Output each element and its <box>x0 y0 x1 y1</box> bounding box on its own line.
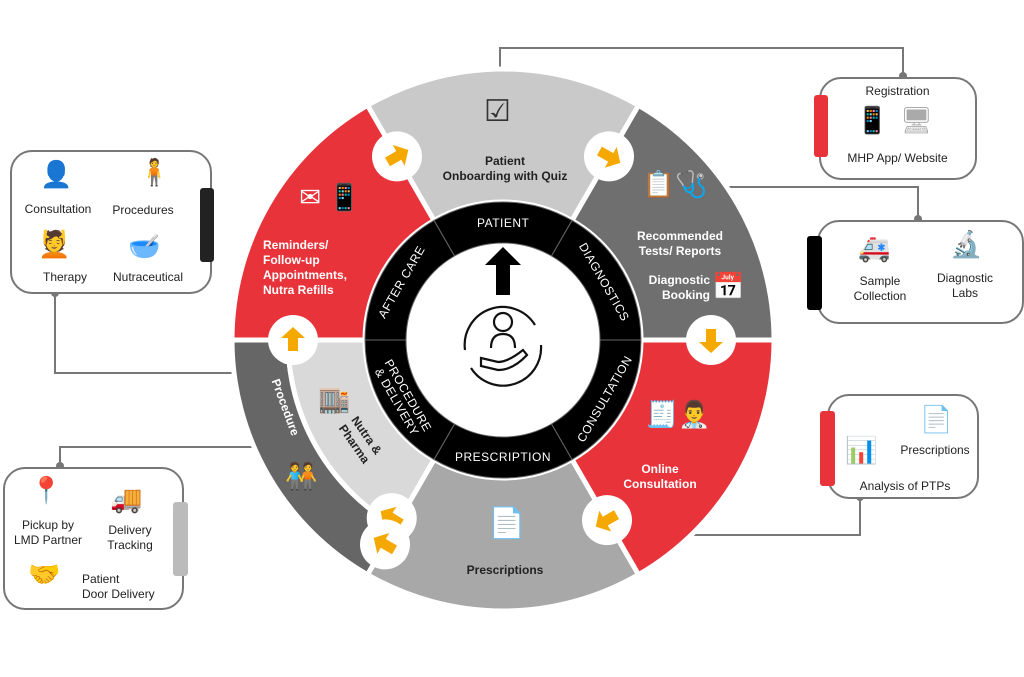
flow-arrow-icon <box>372 131 422 182</box>
ring-segment-after-care <box>364 219 456 341</box>
microscope-icon: 🔬 <box>950 229 983 259</box>
ptp-bar <box>820 411 835 486</box>
flow-arrow-icon <box>686 315 736 365</box>
flow-arrow-icon <box>360 519 410 570</box>
prescriptions-label: Prescriptions <box>466 563 544 577</box>
therapy-icon: 💆 <box>38 229 71 259</box>
phone-message-icon: ✉ 📱 <box>299 182 361 212</box>
mobile-app-icon: 📱 <box>856 105 889 135</box>
diagnostics-bar <box>807 236 822 310</box>
booking-line2: Booking <box>662 288 710 302</box>
consultation-icon: 👤 <box>40 159 73 189</box>
tests-line1: Recommended <box>636 229 724 243</box>
prescription-icon: 📄 <box>488 507 526 540</box>
reminders-line1: Reminders/ <box>263 238 329 252</box>
track-line1: Delivery <box>108 523 152 537</box>
procedures-icon: 🧍 <box>138 157 171 187</box>
registration-bar <box>814 95 828 157</box>
delivery-bar <box>173 502 188 576</box>
patient-care-cycle-icon <box>453 300 553 390</box>
onboarding-line2: Onboarding with Quiz <box>442 169 568 183</box>
ptp-analysis: Analysis of PTPs <box>859 479 951 493</box>
handover-icon: 🤝 <box>28 559 61 589</box>
up-arrow-icon <box>485 247 521 300</box>
flow-arrow-icon <box>268 315 318 365</box>
services-therapy: Therapy <box>42 270 88 284</box>
pickup-line1: Pickup by <box>21 518 75 532</box>
registration-subtitle: MHP App/ Website <box>847 151 948 165</box>
booking-line1: Diagnostic <box>648 273 710 287</box>
center-circle <box>407 244 599 436</box>
labs-line2: Labs <box>951 286 979 300</box>
registration-title: Registration <box>865 84 930 98</box>
ring-label-patient: PATIENT <box>477 216 530 230</box>
consultation-line1: Online <box>641 462 679 476</box>
services-procedures: Procedures <box>112 203 174 217</box>
door-line2: Door Delivery <box>82 587 155 601</box>
calendar-clock-icon: 📅 <box>712 271 745 301</box>
services-nutraceutical: Nutraceutical <box>112 270 184 284</box>
reminders-line2: Follow-up <box>263 253 320 267</box>
warehouse-icon: 🏬 <box>318 384 351 414</box>
tests-line2: Tests/ Reports <box>638 244 722 258</box>
doctor-phone-icon: 🧾👨‍⚕️ <box>645 399 711 429</box>
connector-lines <box>54 47 919 536</box>
services-consultation: Consultation <box>24 202 92 216</box>
labs-line1: Diagnostic <box>936 271 994 285</box>
diagnostics-box <box>817 220 1024 324</box>
reminders-line4: Nutra Refills <box>263 283 334 297</box>
onboarding-line1: Patient <box>484 154 525 168</box>
ambulance-icon: 🚑 <box>858 233 891 263</box>
prescription-doc-icon: 📄 <box>920 404 953 434</box>
door-line1: Patient <box>82 572 120 586</box>
pickup-line2: LMD Partner <box>13 533 83 547</box>
quiz-checklist-icon: ☑ <box>484 95 511 128</box>
flow-arrow-icon <box>582 495 632 546</box>
ptp-box <box>827 394 979 499</box>
registration-box <box>819 77 977 180</box>
flow-arrow-icon <box>584 131 634 182</box>
map-pin-phone-icon: 📍 <box>30 475 63 505</box>
consultation-line2: Consultation <box>623 477 697 491</box>
delivery-truck-icon: 🚚 <box>110 484 143 514</box>
mortar-pestle-icon: 🥣 <box>128 231 161 261</box>
analytics-search-icon: 📊 <box>845 435 878 465</box>
procedure-icon: 🧑‍🤝‍🧑 <box>285 461 318 491</box>
sample-line1: Sample <box>859 274 901 288</box>
website-monitor-icon: 🖥 <box>900 105 934 135</box>
track-line2: Tracking <box>107 538 153 552</box>
reminders-line3: Appointments, <box>263 268 347 282</box>
services-bar <box>200 188 214 262</box>
medical-reports-icon: 📋🩺 <box>642 169 708 199</box>
ptp-prescriptions: Prescriptions <box>900 443 970 457</box>
sample-line2: Collection <box>853 289 907 303</box>
ring-label-prescription: PRESCRIPTION <box>455 450 552 464</box>
